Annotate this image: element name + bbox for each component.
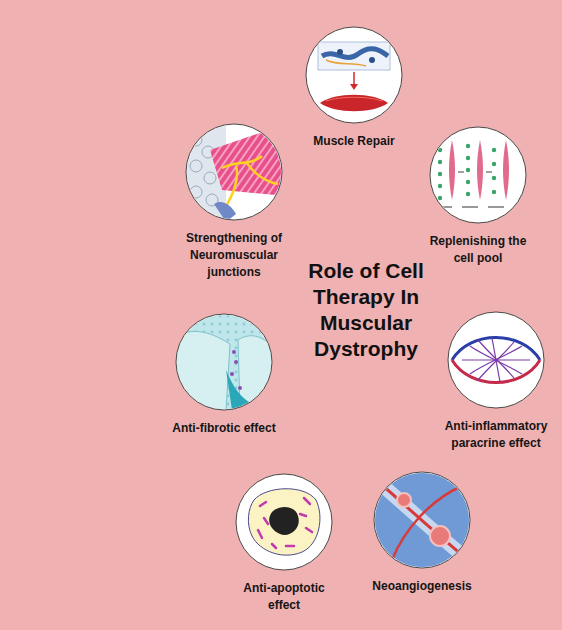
circle-outline bbox=[175, 313, 273, 411]
circle-border bbox=[176, 314, 272, 410]
circle-node: Anti-inflammatory paracrine effect bbox=[436, 311, 556, 452]
replenishing-art bbox=[436, 140, 509, 208]
anti-apoptotic-art bbox=[248, 489, 320, 555]
node-label: Anti-fibrotic effect bbox=[168, 420, 280, 437]
circle-border bbox=[430, 127, 526, 223]
node-label: Strengthening of Neuromuscular junctions bbox=[178, 230, 290, 281]
circle-outline bbox=[305, 26, 403, 124]
muscle-repair-art bbox=[318, 42, 390, 111]
circle-border bbox=[448, 312, 544, 408]
anti-inflammatory-art bbox=[452, 338, 540, 383]
circle-outline bbox=[185, 123, 283, 221]
circle-outline bbox=[373, 471, 471, 569]
diagram-title: Role of Cell Therapy In Muscular Dystrop… bbox=[301, 258, 431, 362]
circle-border bbox=[374, 472, 470, 568]
circle-node: Strengthening of Neuromuscular junctions bbox=[174, 123, 294, 281]
circle-border bbox=[306, 27, 402, 123]
circle-border bbox=[186, 124, 282, 220]
anti-fibrotic-art bbox=[176, 314, 272, 410]
node-label: Anti-apoptotic effect bbox=[228, 580, 340, 614]
circle-node: Anti-fibrotic effect bbox=[164, 313, 284, 437]
neuromuscular-art bbox=[186, 124, 286, 222]
node-label: Muscle Repair bbox=[298, 133, 410, 150]
circle-border bbox=[236, 474, 332, 570]
circle-outline bbox=[429, 126, 527, 224]
node-label: Anti-inflammatory paracrine effect bbox=[440, 418, 552, 452]
neoangiogenesis-art bbox=[374, 472, 470, 568]
node-label: Neoangiogenesis bbox=[366, 578, 478, 595]
circle-node: Muscle Repair bbox=[294, 26, 414, 150]
circle-outline bbox=[235, 473, 333, 571]
circle-node: Replenishing the cell pool bbox=[418, 126, 538, 267]
circle-outline bbox=[447, 311, 545, 409]
node-label: Replenishing the cell pool bbox=[422, 233, 534, 267]
circle-node: Neoangiogenesis bbox=[362, 471, 482, 595]
circle-node: Anti-apoptotic effect bbox=[224, 473, 344, 614]
